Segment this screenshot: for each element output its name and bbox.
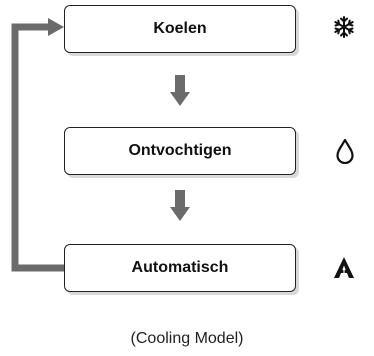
auto-mode-icon	[334, 257, 354, 278]
snowflake-icon	[334, 16, 354, 38]
droplet-icon	[336, 138, 354, 164]
down-arrow-1	[170, 75, 190, 106]
mode-box-automatisch: Automatisch	[64, 244, 296, 292]
diagram-caption: (Cooling Model)	[130, 330, 244, 347]
mode-box-koelen: Koelen	[64, 5, 296, 53]
mode-label-koelen: Koelen	[153, 20, 207, 37]
mode-label-automatisch: Automatisch	[131, 259, 229, 276]
return-loop-line	[11, 23, 64, 272]
mode-box-ontvochtigen: Ontvochtigen	[64, 127, 296, 175]
mode-label-ontvochtigen: Ontvochtigen	[128, 142, 232, 159]
return-loop-arrowhead	[48, 18, 64, 36]
down-arrow-2	[170, 190, 190, 221]
